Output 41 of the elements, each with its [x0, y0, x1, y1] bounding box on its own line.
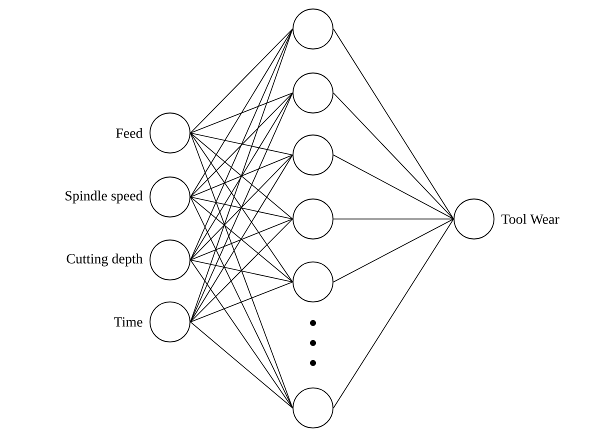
connection-line	[190, 154, 293, 198]
node-label: Tool Wear	[501, 214, 560, 224]
connection-line	[190, 196, 293, 282]
connection-line	[190, 132, 293, 156]
neuron-circle	[292, 198, 334, 240]
connection-line	[190, 132, 293, 408]
connection-line	[190, 28, 293, 322]
connection-line	[190, 132, 293, 220]
connection-line	[333, 28, 454, 220]
connection-line	[190, 196, 293, 220]
node-label: Feed	[116, 128, 143, 138]
connection-line	[190, 260, 293, 282]
connection-line	[190, 28, 293, 260]
connection-line	[190, 92, 293, 260]
connection-line	[190, 218, 293, 322]
connection-line	[333, 218, 454, 220]
node-label: Time	[114, 317, 142, 327]
connection-line	[190, 322, 293, 408]
connection-line	[190, 132, 293, 282]
connection-line	[190, 260, 293, 408]
neuron-circle	[292, 8, 334, 50]
connection-line	[333, 218, 454, 282]
connection-line	[190, 28, 293, 198]
neuron-circle	[292, 72, 334, 114]
connection-line	[190, 92, 293, 322]
neuron-circle	[292, 134, 334, 176]
connection-line	[190, 154, 293, 322]
connection-line	[333, 92, 454, 220]
connection-line	[190, 92, 293, 198]
connection-line	[190, 28, 293, 134]
connection-line	[333, 154, 454, 220]
node-label: Spindle speed	[66, 190, 143, 204]
connection-line	[190, 196, 293, 408]
connection-line	[190, 282, 293, 322]
connection-line	[190, 218, 293, 260]
connection-line	[333, 218, 454, 408]
connection-line	[190, 154, 293, 260]
neuron-circle	[292, 262, 334, 302]
connection-line	[190, 92, 293, 134]
neuron-circle	[292, 388, 334, 428]
node-label: Cutting depth	[66, 254, 143, 266]
